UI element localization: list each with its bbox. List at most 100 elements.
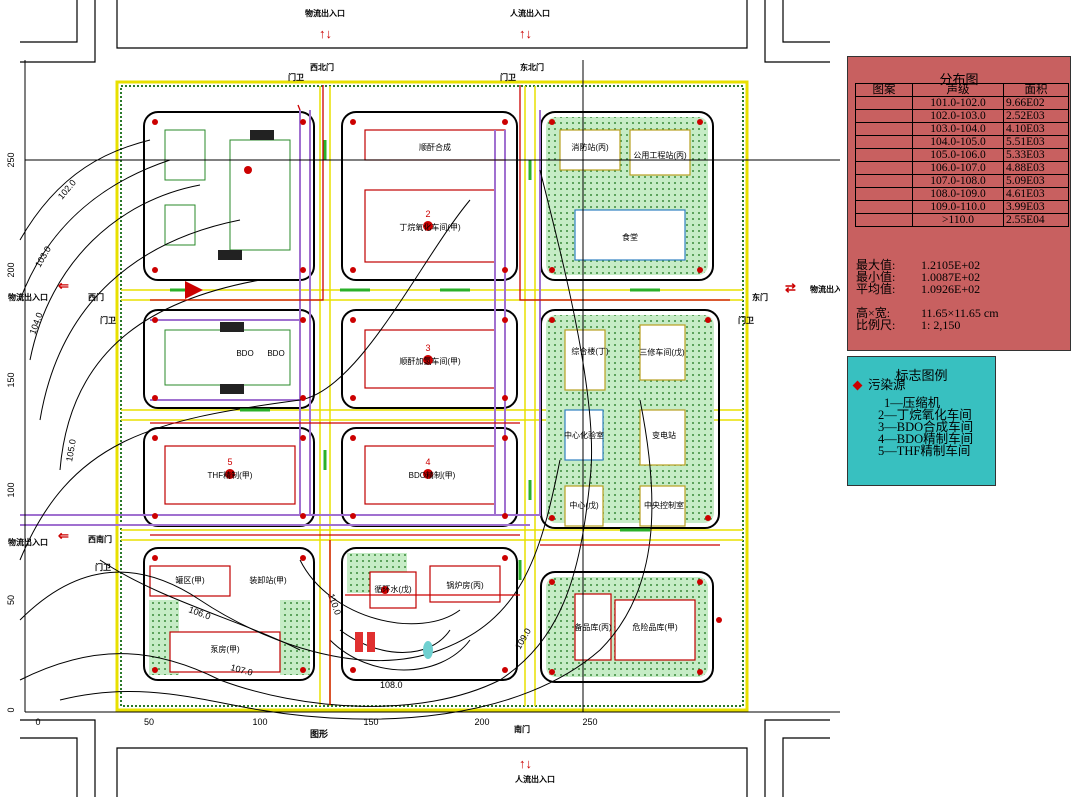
- stat-avg: 平均值: 1.0926E+02: [856, 282, 981, 296]
- svg-text:↑↓: ↑↓: [519, 756, 532, 771]
- gate-label: 门卫: [288, 72, 304, 82]
- building-labels: 丁烷氧化车间(甲) 顺酐加氢车间(甲) BDO精制(甲) THF精制(甲) BD…: [175, 142, 687, 654]
- stat-label: 平均值:: [856, 282, 896, 296]
- svg-text:↑↓: ↑↓: [519, 26, 532, 41]
- building-label: 中心(戊): [569, 500, 599, 510]
- area-cell: 5.09E03: [1003, 174, 1069, 188]
- legend-marker-label: 污染源: [868, 378, 906, 392]
- area-cell: 5.33E03: [1003, 148, 1069, 162]
- x-tick-label: 0: [35, 717, 40, 727]
- pollution-sources: [225, 166, 433, 659]
- gate-label: 人流出入口: [510, 8, 550, 18]
- noise-contours: [19, 139, 653, 720]
- contour-label: 104.0: [27, 311, 44, 336]
- level-cell: >110.0: [912, 213, 1004, 227]
- stat-label: 最大值:: [856, 258, 896, 272]
- source-number: 2: [425, 209, 430, 219]
- area-cell: 2.52E03: [1003, 109, 1069, 123]
- legend-item: 4—BDO精制车间: [878, 432, 974, 446]
- pipe-rack: [20, 110, 541, 526]
- building-label: 危险品库(甲): [632, 622, 678, 632]
- level-cell: 103.0-104.0: [912, 122, 1004, 136]
- aux-buildings: [559, 129, 691, 527]
- source-number: 3: [425, 343, 430, 353]
- building-label: 消防站(丙): [571, 142, 609, 152]
- gate-label: 门卫: [500, 72, 516, 82]
- legend-item: 5—THF精制车间: [878, 444, 971, 458]
- x-tick-label: 150: [363, 717, 378, 727]
- stat-value: 11.65×11.65 cm: [921, 306, 999, 320]
- corner-markers: [152, 119, 722, 675]
- stat-value: 1.0087E+02: [921, 270, 981, 284]
- x-tick-label: 100: [252, 717, 267, 727]
- column-header-level: 声级: [912, 83, 1004, 97]
- gate-label: 西南门: [88, 534, 112, 544]
- vehicle-marker: [355, 632, 363, 652]
- entrance-arrows: ↑↓↑↓ ↑↓ ⇐⇐ ⇄: [58, 26, 796, 771]
- area-cell: 3.99E03: [1003, 200, 1069, 214]
- legend-item: 3—BDO合成车间: [878, 420, 974, 434]
- building-label: 中央控制室: [644, 500, 684, 510]
- stat-value: 1: 2,150: [921, 318, 961, 332]
- contour-label: 105.0: [64, 438, 78, 462]
- site-plan-map: 102.0 103.0 104.0 105.0 106.0 107.0 108.…: [6, 0, 840, 797]
- svg-text:⇄: ⇄: [785, 280, 796, 295]
- stat-scale: 比例尺: 1: 2,150: [856, 318, 961, 332]
- legend-title: 标志图例: [895, 368, 948, 383]
- legend-item: 2—丁烷氧化车间: [878, 408, 972, 422]
- y-tick-label: 150: [6, 372, 16, 387]
- legend-item: 1—压缩机: [884, 396, 941, 410]
- x-tick-label: 200: [474, 717, 489, 727]
- axes: [24, 60, 840, 713]
- building-label: BDO: [236, 349, 253, 358]
- level-cell: 107.0-108.0: [912, 174, 1004, 188]
- stat-value: 1.2105E+02: [921, 258, 981, 272]
- area-cell: 4.10E03: [1003, 122, 1069, 136]
- vehicle-marker: [367, 632, 375, 652]
- building-label: 顺酐合成: [419, 142, 451, 152]
- building-label: 锅炉房(丙): [446, 580, 484, 590]
- stat-max: 最大值: 1.2105E+02: [856, 258, 981, 272]
- traffic-arrows: [170, 140, 660, 580]
- y-tick-label: 100: [6, 482, 16, 497]
- building-label: 丁烷氧化车间(甲): [399, 222, 461, 232]
- area-cell: 4.61E03: [1003, 187, 1069, 201]
- stat-label: 高×宽:: [856, 306, 891, 320]
- gate-label: 物流出入口: [8, 537, 48, 547]
- building-label: BDO: [267, 349, 284, 358]
- area-cell: 9.66E02: [1003, 96, 1069, 110]
- building-label: 装卸站(甲): [249, 575, 287, 585]
- gate-label: 西门: [88, 292, 104, 302]
- source-3-marker: [423, 355, 433, 365]
- gate-label: 东门: [752, 292, 768, 302]
- source-numbers: 2 3 4 5: [227, 209, 430, 467]
- source-4-marker: [423, 469, 433, 479]
- axis-ticks: 250 200 150 100 50 0 0 50 100 150 200 25…: [6, 152, 598, 739]
- building-label: 泵房(甲): [210, 644, 240, 654]
- source-extra-marker: [381, 586, 389, 594]
- gate-label: 门卫: [738, 315, 754, 325]
- y-tick-label: 50: [6, 595, 16, 605]
- stat-label: 比例尺:: [856, 318, 896, 332]
- svg-text:⇐: ⇐: [58, 528, 69, 543]
- stat-value: 1.0926E+02: [921, 282, 981, 296]
- level-cell: 108.0-109.0: [912, 187, 1004, 201]
- building-label: 顺酐加氢车间(甲): [399, 356, 461, 366]
- stat-label: 最小值:: [856, 270, 896, 284]
- gate-label: 南门: [514, 724, 530, 734]
- gate-label: 门卫: [95, 562, 111, 572]
- level-cell: 109.0-110.0: [912, 200, 1004, 214]
- source-number: 5: [227, 457, 232, 467]
- contour-label: 108.0: [380, 680, 403, 690]
- red-flow-lines: [150, 85, 730, 705]
- x-tick-label: 50: [144, 717, 154, 727]
